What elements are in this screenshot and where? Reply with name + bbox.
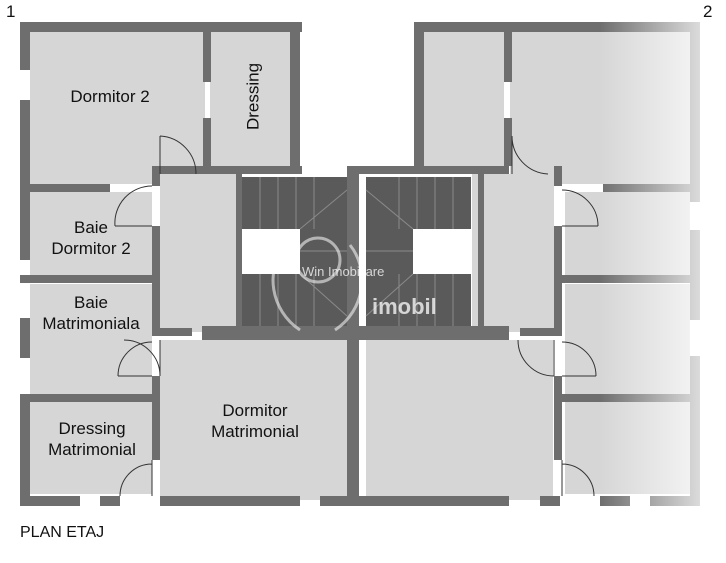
label-baie-matrimoniala: Baie Matrimoniala: [25, 292, 157, 334]
plan-title: PLAN ETAJ: [20, 524, 105, 541]
right-fade-overlay: [600, 0, 726, 520]
hall-left-floor: [160, 174, 242, 332]
right-room-bottom-large: [366, 340, 553, 500]
label-baie-dormitor-2: Baie Dormitor 2: [30, 217, 152, 259]
label-dormitor: Dormitor: [222, 401, 288, 420]
label-dormitor-2-sub: Dormitor 2: [51, 239, 131, 258]
dressing-floor: [210, 32, 290, 166]
dressing-matrimonial-floor: [30, 402, 152, 494]
label-matrimoniala: Matrimoniala: [42, 314, 140, 333]
staircase-left: [242, 177, 348, 328]
dormitor-matrimonial-floor: [160, 340, 347, 500]
dormitor2-floor: [30, 32, 205, 184]
label-dressing-2: Dressing: [58, 419, 126, 438]
watermark-text-bottom: imobil: [372, 294, 437, 319]
baie-dormitor2-floor: [30, 192, 152, 275]
doors: [114, 135, 599, 497]
right-room-top-small: [424, 32, 504, 166]
staircase-right: [365, 177, 471, 328]
watermark-logo: [271, 236, 364, 332]
label-dressing-matrimonial: Dressing Matrimonial: [30, 418, 154, 460]
watermark-text-top: Win Imobiliare: [302, 264, 385, 279]
label-dormitor-2: Dormitor 2: [70, 87, 150, 106]
hall-right-floor: [472, 174, 554, 332]
left-unit-floors: [30, 32, 347, 500]
label-baie-2: Baie: [73, 293, 109, 312]
label-dressing: Dressing: [243, 62, 263, 131]
label-matrimonial-1: Matrimonial: [48, 440, 136, 459]
unit-number-right: 2: [703, 2, 713, 21]
label-dormitor-matrimonial: Dormitor Matrimonial: [190, 400, 320, 442]
label-baie-1: Baie: [73, 218, 109, 237]
unit-number-left: 1: [6, 2, 16, 21]
label-matrimonial-2: Matrimonial: [211, 422, 299, 441]
